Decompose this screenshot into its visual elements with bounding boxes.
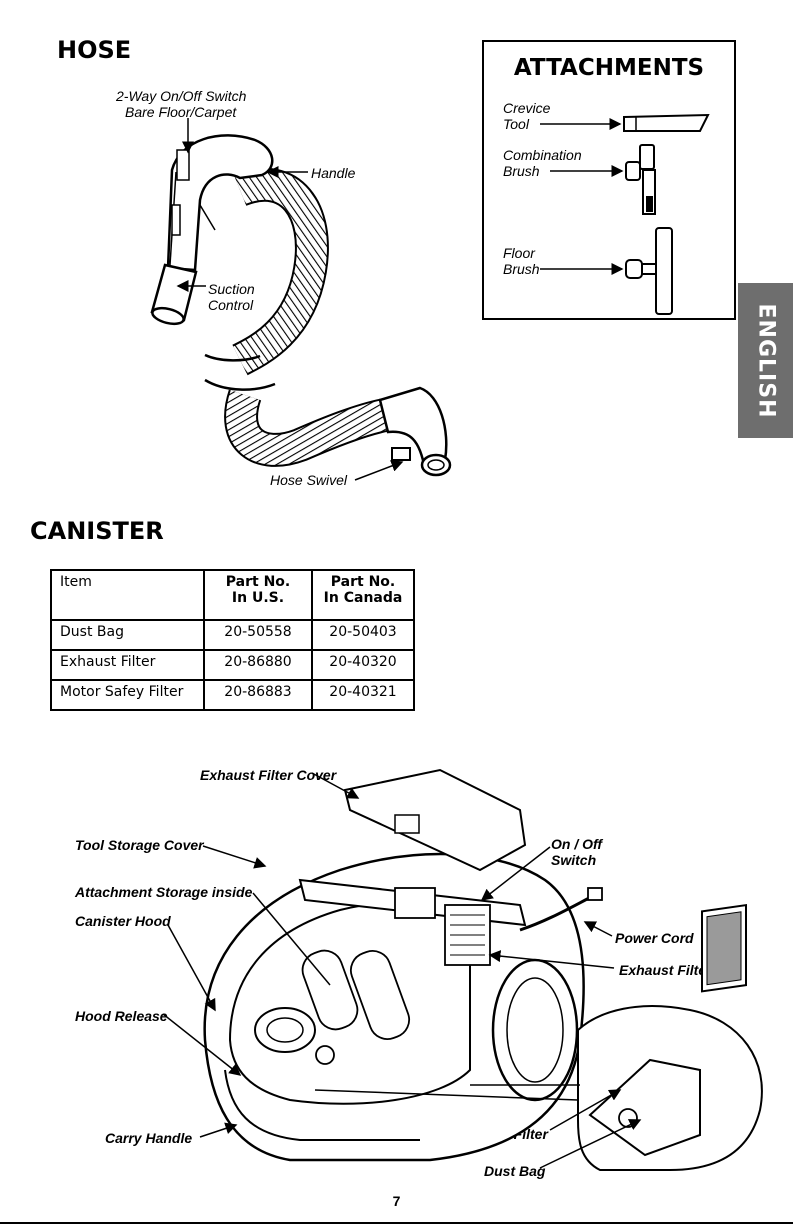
floor-brush-label-line1: Floor	[503, 245, 535, 261]
cell-part-canada: 20-50403	[311, 619, 415, 651]
header-part-us: Part No.In U.S.	[203, 569, 313, 621]
suction-label-line1: Suction	[208, 281, 255, 297]
floor-brush-icon	[540, 227, 673, 315]
table-row: Motor Safey Filter 20-86883 20-40321	[50, 679, 415, 711]
combination-brush-icon	[550, 144, 656, 215]
attachments-box	[482, 40, 736, 320]
motor-safety-filter-label: Motor Safety Filter	[425, 1126, 548, 1142]
parts-table-header: Item Part No.In U.S. Part No.In Canada	[50, 569, 415, 621]
english-tab-label: ENGLISH	[753, 303, 778, 418]
hose-swivel-label: Hose Swivel	[270, 472, 348, 488]
exhaust-filter-label: Exhaust Filter	[619, 962, 712, 978]
exhaust-filter-cover-label: Exhaust Filter Cover	[200, 767, 337, 783]
page-number: 7	[392, 1193, 401, 1209]
hose-heading: HOSE	[57, 36, 132, 64]
crevice-tool-icon	[540, 113, 710, 132]
cell-part-us: 20-50558	[203, 619, 313, 651]
attachment-storage-label-line1: Attachment Storage inside	[75, 884, 253, 900]
power-cord-label: Power Cord	[615, 930, 694, 946]
suction-label-line2: Control	[208, 297, 254, 313]
english-language-tab: ENGLISH	[738, 283, 793, 438]
dust-bag-label: Dust Bag	[484, 1163, 546, 1179]
attachment-storage-label-line2: Canister Hood	[75, 913, 171, 929]
table-row: Dust Bag 20-50558 20-50403	[50, 619, 415, 651]
switch-label-line2: Bare Floor/Carpet	[125, 104, 237, 120]
carry-handle-label: Carry Handle	[105, 1130, 193, 1146]
attachments-illustration	[540, 113, 710, 315]
cell-part-canada: 20-40320	[311, 649, 415, 681]
cell-part-us: 20-86880	[203, 649, 313, 681]
footer-rule	[0, 1222, 793, 1224]
tool-storage-cover-label: Tool Storage Cover	[75, 837, 204, 853]
table-row: Exhaust Filter 20-86880 20-40320	[50, 649, 415, 681]
on-off-switch-label-line1: On / Off	[551, 836, 603, 852]
crevice-tool-label-line2: Tool	[503, 116, 529, 132]
handle-label: Handle	[311, 165, 356, 181]
on-off-switch-label-line2: Switch	[551, 852, 597, 868]
cell-item: Motor Safey Filter	[50, 679, 205, 711]
combination-brush-label-line1: Combination	[503, 147, 582, 163]
crevice-tool-label-line1: Crevice	[503, 100, 551, 116]
combination-brush-label-line2: Brush	[503, 163, 540, 179]
header-item: Item	[50, 569, 205, 621]
canister-heading: CANISTER	[30, 517, 164, 545]
attachments-heading: ATTACHMENTS	[513, 55, 705, 81]
cell-item: Dust Bag	[50, 619, 205, 651]
hose-illustration	[150, 118, 452, 481]
floor-brush-label-line2: Brush	[503, 261, 540, 277]
header-part-canada: Part No.In Canada	[311, 569, 415, 621]
hood-release-label: Hood Release	[75, 1008, 168, 1024]
switch-label-line1: 2-Way On/Off Switch	[116, 88, 247, 104]
parts-table: Item Part No.In U.S. Part No.In Canada D…	[50, 569, 415, 711]
cell-part-us: 20-86883	[203, 679, 313, 711]
cell-part-canada: 20-40321	[311, 679, 415, 711]
cell-item: Exhaust Filter	[50, 649, 205, 681]
